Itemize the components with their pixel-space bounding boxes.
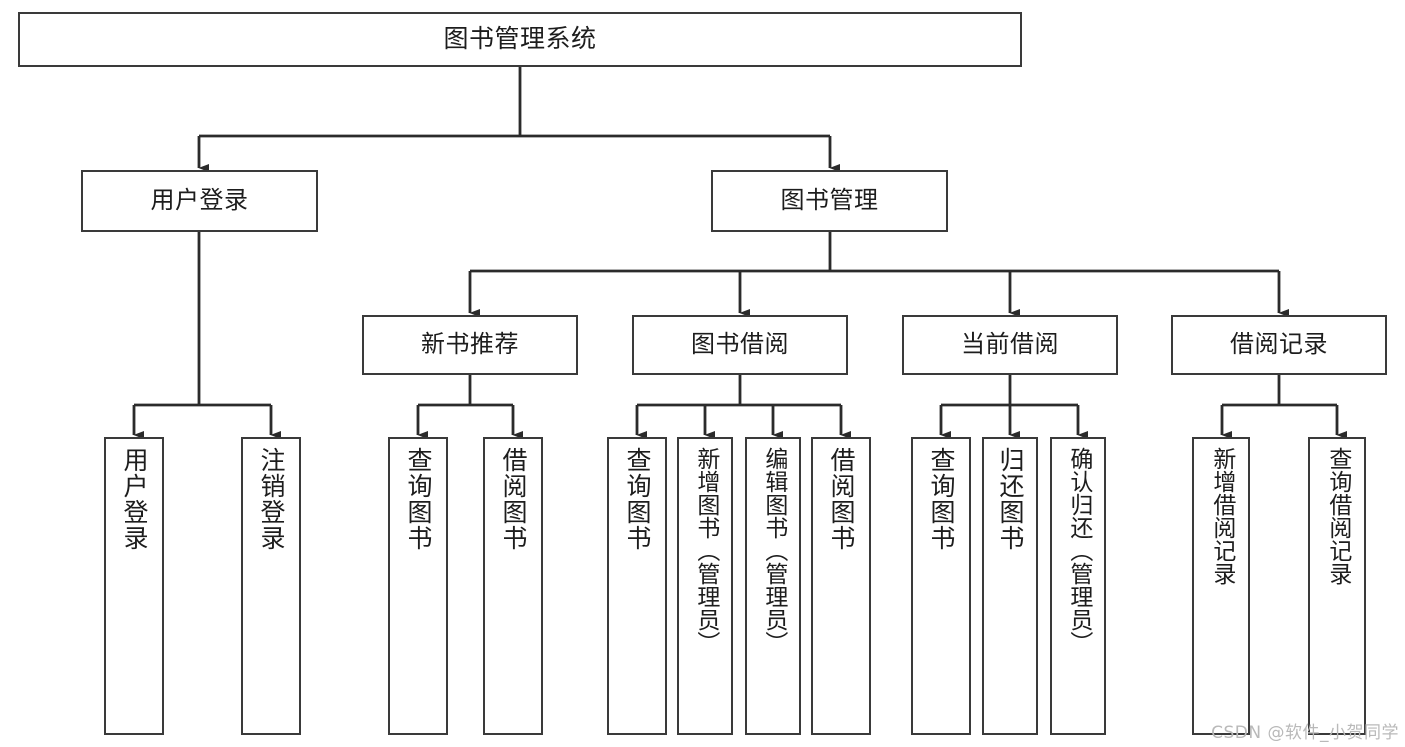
node-label: 用户登录: [150, 186, 249, 215]
csdn-watermark: CSDN @软件_小贺同学: [1211, 723, 1399, 743]
node-leaf-add-book[interactable]: 新增图书（管理员）: [677, 437, 733, 735]
node-label: 编辑图书（管理员）: [760, 447, 787, 654]
node-label: 归还图书: [996, 447, 1025, 551]
node-leaf-logout-login[interactable]: 注销登录: [241, 437, 301, 735]
node-label: 新书推荐: [421, 330, 519, 359]
node-label: 用户登录: [120, 447, 149, 551]
node-label: 查询图书: [404, 447, 433, 551]
node-label: 借阅图书: [499, 447, 528, 551]
node-leaf-borrow-book-1[interactable]: 借阅图书: [483, 437, 543, 735]
node-current-borrow[interactable]: 当前借阅: [902, 315, 1118, 375]
node-label: 图书借阅: [691, 330, 789, 359]
node-leaf-query-book-1[interactable]: 查询图书: [388, 437, 448, 735]
node-leaf-add-record[interactable]: 新增借阅记录: [1192, 437, 1250, 735]
node-book-borrow[interactable]: 图书借阅: [632, 315, 848, 375]
node-leaf-query-book-2[interactable]: 查询图书: [607, 437, 667, 735]
node-label: 图书管理系统: [443, 24, 597, 54]
node-label: 注销登录: [257, 447, 286, 551]
node-label: 借阅图书: [827, 447, 856, 551]
node-label: 新增借阅记录: [1208, 447, 1235, 585]
node-user-login[interactable]: 用户登录: [81, 170, 318, 232]
node-leaf-edit-book[interactable]: 编辑图书（管理员）: [745, 437, 801, 735]
node-label: 当前借阅: [961, 330, 1059, 359]
node-new-book-recommend[interactable]: 新书推荐: [362, 315, 578, 375]
node-leaf-query-record[interactable]: 查询借阅记录: [1308, 437, 1366, 735]
node-borrow-record[interactable]: 借阅记录: [1171, 315, 1387, 375]
node-leaf-borrow-book-2[interactable]: 借阅图书: [811, 437, 871, 735]
node-label: 查询图书: [927, 447, 956, 551]
node-leaf-user-login[interactable]: 用户登录: [104, 437, 164, 735]
node-label: 确认归还（管理员）: [1065, 447, 1092, 654]
node-label: 查询图书: [623, 447, 652, 551]
node-label: 新增图书（管理员）: [692, 447, 719, 654]
node-root-book-management-system[interactable]: 图书管理系统: [18, 12, 1022, 67]
node-book-management[interactable]: 图书管理: [711, 170, 948, 232]
node-label: 图书管理: [780, 186, 879, 215]
node-leaf-query-book-3[interactable]: 查询图书: [911, 437, 971, 735]
node-label: 借阅记录: [1230, 330, 1328, 359]
node-label: 查询借阅记录: [1324, 447, 1351, 585]
node-leaf-return-book[interactable]: 归还图书: [982, 437, 1038, 735]
node-leaf-confirm-return[interactable]: 确认归还（管理员）: [1050, 437, 1106, 735]
